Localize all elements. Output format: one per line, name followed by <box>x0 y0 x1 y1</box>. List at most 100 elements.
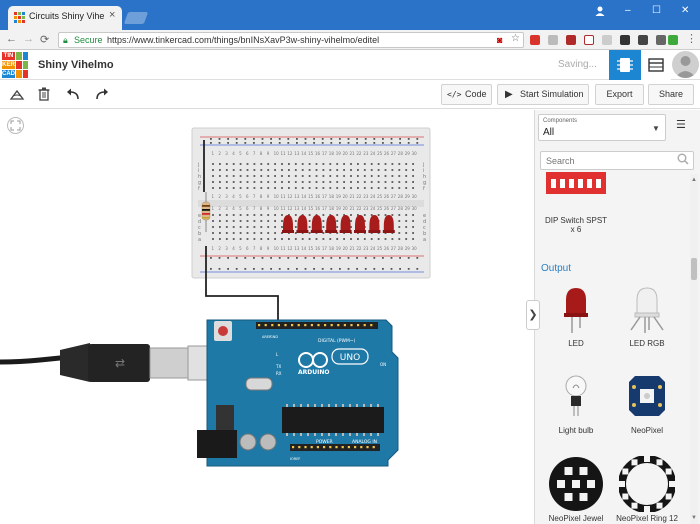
breadboard-hole[interactable] <box>350 163 352 165</box>
header-pin[interactable] <box>304 324 307 327</box>
breadboard-hole[interactable] <box>377 163 380 165</box>
breadboard-hole[interactable] <box>288 175 290 177</box>
breadboard-hole[interactable] <box>267 220 270 222</box>
breadboard-hole[interactable] <box>225 187 228 189</box>
circuit-view-button[interactable] <box>609 50 641 80</box>
breadboard-hole[interactable] <box>274 214 276 216</box>
breadboard-hole[interactable] <box>412 220 414 222</box>
breadboard-hole[interactable] <box>253 238 256 240</box>
component-neopixel-ring-12[interactable]: NeoPixel Ring 12 <box>613 454 681 524</box>
breadboard-hole[interactable] <box>322 232 325 234</box>
breadboard-hole[interactable] <box>336 175 339 177</box>
rail-hole[interactable] <box>278 142 281 144</box>
rail-hole[interactable] <box>287 138 290 140</box>
breadboard-hole[interactable] <box>405 163 408 165</box>
breadboard-hole[interactable] <box>246 226 249 228</box>
header-pin[interactable] <box>335 446 338 449</box>
header-pin[interactable] <box>343 324 346 327</box>
rail-hole[interactable] <box>321 138 324 140</box>
breadboard-hole[interactable] <box>308 238 311 240</box>
breadboard-hole[interactable] <box>274 169 276 171</box>
breadboard-hole[interactable] <box>343 187 345 189</box>
header-pin[interactable] <box>337 324 340 327</box>
rail-hole[interactable] <box>321 142 324 144</box>
breadboard-hole[interactable] <box>274 238 276 240</box>
breadboard-hole[interactable] <box>281 220 283 222</box>
list-view-toggle[interactable]: ☰ <box>676 118 686 131</box>
breadboard-hole[interactable] <box>398 226 401 228</box>
breadboard-hole[interactable] <box>391 163 394 165</box>
breadboard-hole[interactable] <box>267 169 270 171</box>
breadboard-hole[interactable] <box>239 238 242 240</box>
extension-icon[interactable] <box>620 35 630 45</box>
extension-icon[interactable] <box>668 35 678 45</box>
breadboard-hole[interactable] <box>322 163 325 165</box>
user-avatar[interactable] <box>672 51 699 78</box>
breadboard-hole[interactable] <box>239 214 242 216</box>
rail-hole[interactable] <box>321 268 324 270</box>
led-array[interactable] <box>282 215 395 233</box>
breadboard-hole[interactable] <box>322 169 325 171</box>
component-search-input[interactable] <box>540 151 694 170</box>
extension-icon[interactable] <box>566 35 576 45</box>
rail-hole[interactable] <box>416 268 419 270</box>
rail-hole[interactable] <box>296 142 298 144</box>
breadboard-hole[interactable] <box>253 181 256 183</box>
breadboard-hole[interactable] <box>281 169 283 171</box>
breadboard-hole[interactable] <box>267 175 270 177</box>
header-pin[interactable] <box>323 446 326 449</box>
breadboard-hole[interactable] <box>260 232 263 234</box>
breadboard-hole[interactable] <box>288 181 290 183</box>
component-neopixel-jewel[interactable]: NeoPixel Jewel <box>542 454 610 524</box>
breadboard-hole[interactable] <box>281 214 283 216</box>
breadboard-hole[interactable] <box>294 238 297 240</box>
header-pin[interactable] <box>298 446 301 449</box>
start-simulation-button[interactable]: ▶ Start Simulation <box>497 84 589 105</box>
header-pin[interactable] <box>330 324 333 327</box>
breadboard-hole[interactable] <box>405 238 408 240</box>
reload-icon[interactable]: ⟳ <box>40 34 50 46</box>
breadboard-hole[interactable] <box>274 163 276 165</box>
panel-scrollbar-thumb[interactable] <box>691 258 697 280</box>
breadboard-hole[interactable] <box>357 175 359 177</box>
breadboard-hole[interactable] <box>343 169 345 171</box>
breadboard-hole[interactable] <box>294 169 297 171</box>
breadboard-hole[interactable] <box>225 238 228 240</box>
rail-hole[interactable] <box>390 142 393 144</box>
menu-kebab-icon[interactable]: ⋮ <box>686 33 697 45</box>
breadboard-hole[interactable] <box>384 175 387 177</box>
fit-view-button[interactable] <box>7 117 24 134</box>
breadboard-hole[interactable] <box>274 187 276 189</box>
rail-hole[interactable] <box>373 138 376 140</box>
header-pin[interactable] <box>370 324 373 327</box>
breadboard-hole[interactable] <box>301 175 304 177</box>
close-window-icon[interactable]: ✕ <box>681 5 690 16</box>
rail-hole[interactable] <box>330 257 333 259</box>
breadboard-hole[interactable] <box>412 187 414 189</box>
breadboard-hole[interactable] <box>225 175 228 177</box>
breadboard-hole[interactable] <box>336 187 339 189</box>
breadboard-hole[interactable] <box>357 238 359 240</box>
breadboard-hole[interactable] <box>391 214 394 216</box>
breadboard-hole[interactable] <box>377 181 380 183</box>
breadboard-hole[interactable] <box>267 226 270 228</box>
rail-hole[interactable] <box>270 138 272 140</box>
breadboard-hole[interactable] <box>294 163 297 165</box>
breadboard-hole[interactable] <box>281 238 283 240</box>
breadboard-hole[interactable] <box>384 169 387 171</box>
breadboard-hole[interactable] <box>239 220 242 222</box>
breadboard-hole[interactable] <box>336 163 339 165</box>
rail-hole[interactable] <box>278 138 281 140</box>
extension-icon[interactable] <box>602 35 612 45</box>
rail-hole[interactable] <box>218 142 221 144</box>
rail-hole[interactable] <box>235 142 238 144</box>
rail-hole[interactable] <box>218 257 221 259</box>
breadboard-hole[interactable] <box>405 169 408 171</box>
breadboard-hole[interactable] <box>288 169 290 171</box>
breadboard[interactable]: 1111222233334444555566667777888899991010… <box>191 127 431 279</box>
breadboard-hole[interactable] <box>267 181 270 183</box>
breadboard-hole[interactable] <box>363 169 366 171</box>
led[interactable] <box>310 215 323 233</box>
breadboard-hole[interactable] <box>357 214 359 216</box>
breadboard-hole[interactable] <box>391 238 394 240</box>
